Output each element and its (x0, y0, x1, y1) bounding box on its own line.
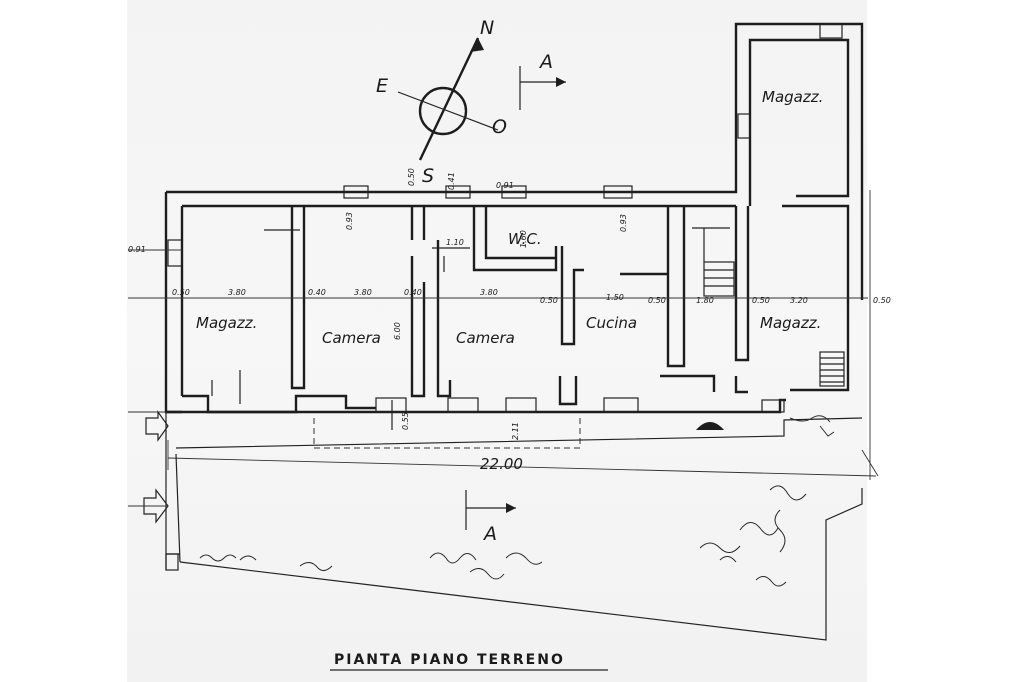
section-mark-top: A (519, 51, 566, 110)
room-label-wc: W.C. (508, 230, 542, 248)
room-label-magazzino-right: Magazz. (760, 314, 821, 332)
compass-east: E (376, 75, 388, 97)
doors (211, 229, 470, 430)
dim-misc-8: 0.50 (648, 296, 666, 305)
dim-misc-12: 0.93 (619, 214, 628, 232)
dim-misc-5: 6.00 (393, 322, 402, 340)
dim-wall-4: 0.50 (540, 296, 558, 305)
title-text: PIANTA PIANO TERRENO (334, 652, 565, 668)
dim-wall-1: 0.50 (172, 288, 190, 297)
dim-misc-14: 0.55 (401, 412, 410, 430)
room-label-magazzino-left: Magazz. (196, 314, 257, 332)
dim-misc-13: 1.10 (446, 238, 464, 247)
dim-wall-6: 0.50 (873, 296, 891, 305)
entrance-arrows (128, 410, 724, 524)
dim-misc-11: 1.50 (606, 293, 624, 302)
compass-rose: N S E O (376, 17, 507, 187)
dim-misc-3: 1.60 (519, 230, 528, 248)
courtyard (165, 412, 863, 641)
section-label-top: A (538, 51, 553, 73)
building-walls (164, 22, 864, 414)
total-width-label: 22.00 (480, 455, 523, 473)
interior-dimension-line (128, 190, 871, 480)
room-label-camera-2: Camera (456, 329, 515, 347)
dim-misc-9: 0.50 (407, 168, 416, 186)
compass-north: N (480, 17, 494, 39)
section-label-bottom: A (482, 523, 497, 545)
dim-room-width-2: 3.80 (354, 288, 372, 297)
dim-room-width-3: 3.80 (480, 288, 498, 297)
windows (167, 23, 843, 413)
dim-misc-6: 2.11 (511, 422, 520, 440)
dim-misc-1: 0.91 (128, 245, 146, 254)
dim-misc-10: 0.41 (447, 172, 456, 190)
dim-wall-2: 0.40 (308, 288, 326, 297)
drawing-title: PIANTA PIANO TERRENO (330, 652, 608, 671)
room-label-cucina: Cucina (586, 314, 637, 332)
dim-wall-5: 0.50 (752, 296, 770, 305)
room-label-magazzino-top: Magazz. (762, 88, 823, 106)
room-label-camera-1: Camera (322, 329, 381, 347)
dim-wall-3: 0.40 (404, 288, 422, 297)
staircase (692, 227, 845, 387)
dim-misc-4: 0.93 (345, 212, 354, 230)
dim-misc-2: 0.91 (496, 181, 514, 190)
dim-room-width-4: 3.20 (790, 296, 808, 305)
section-mark-bottom: A (465, 490, 516, 545)
dim-room-width-1: 3.80 (228, 288, 246, 297)
overall-dimension: 22.00 (167, 440, 879, 477)
compass-south: S (422, 165, 434, 187)
compass-west: O (492, 116, 507, 138)
dim-misc-7: 1.80 (696, 296, 714, 305)
